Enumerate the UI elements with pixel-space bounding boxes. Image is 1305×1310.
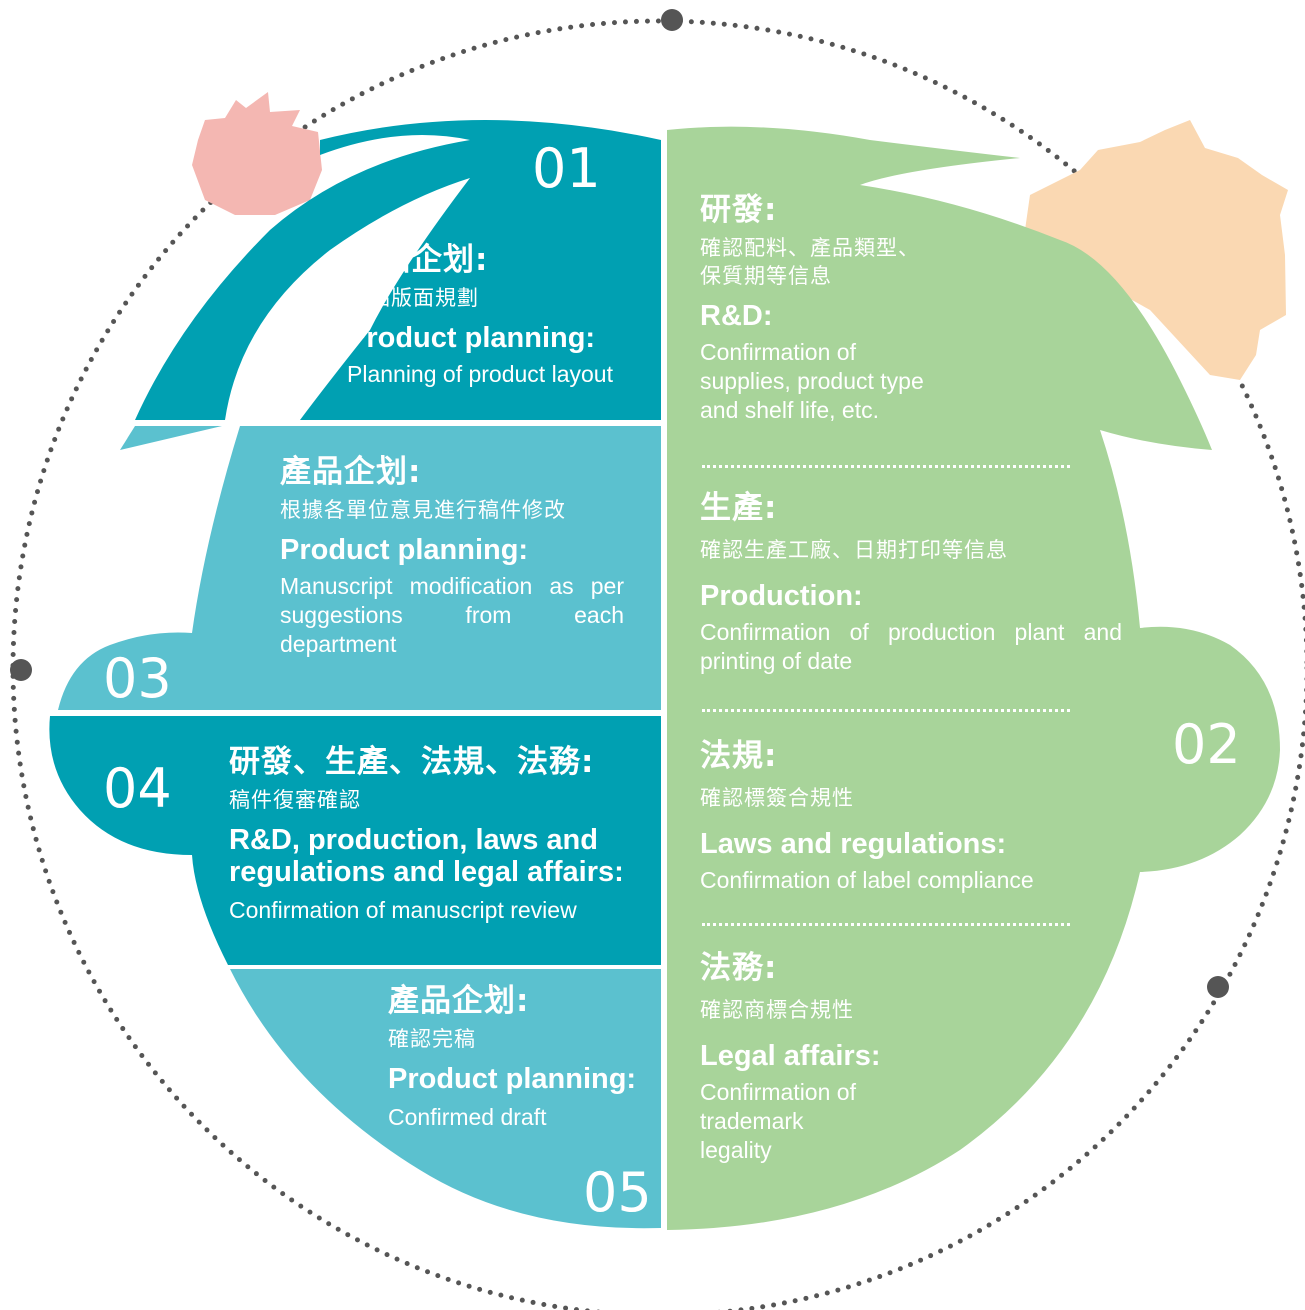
step02-separator-1	[702, 465, 1070, 468]
step02-laws-zh-title: 法規:	[700, 738, 778, 774]
step04-zh-title: 研發、生產、法規、法務:	[229, 744, 595, 780]
peach-blob	[1025, 120, 1288, 380]
step01-number: 01	[532, 137, 601, 200]
step05-en-title: Product planning:	[388, 1063, 637, 1095]
step02-laws-zh-body: 確認標簽合規性	[700, 786, 854, 810]
step04-shape	[49, 716, 661, 965]
step02-shape	[667, 126, 1280, 1231]
step02-section-legal: 法務: 確認商標合規性 Legal affairs: Confirmation …	[700, 950, 1000, 1165]
step02-laws-en-body: Confirmation of label compliance	[700, 867, 1034, 893]
step05-number: 05	[583, 1161, 652, 1224]
step03-number: 03	[103, 647, 172, 710]
step02-legal-en-title: Legal affairs:	[700, 1040, 881, 1072]
step02-section-laws: 法規: 確認標簽合規性 Laws and regulations: Confir…	[700, 738, 1100, 895]
step04-zh-body: 稿件復審確認	[229, 788, 361, 812]
step02-laws-en-title: Laws and regulations:	[700, 828, 1007, 860]
outer-dotted-ring	[10, 18, 1305, 1310]
step02-production-zh-title: 生產:	[700, 490, 778, 526]
step04-en-body: Confirmation of manuscript review	[229, 897, 577, 923]
step03-zh-title: 產品企划:	[280, 454, 422, 490]
step02-number: 02	[1172, 713, 1241, 776]
step05-zh-title: 產品企划:	[388, 983, 530, 1019]
step02-production-en-body: Confirmation of production plant and pri…	[700, 619, 1122, 674]
step02-production-en-title: Production:	[700, 580, 863, 612]
step02-separator-2	[702, 709, 1070, 712]
step01-zh-title: 產品企划:	[347, 242, 489, 278]
step04-text: 研發、生產、法規、法務: 稿件復審確認 R&D, production, law…	[229, 744, 644, 925]
step03-shape	[58, 426, 661, 710]
step02-section-production: 生產: 確認生產工廠、日期打印等信息 Production: Confirmat…	[700, 490, 1122, 676]
step03-zh-body: 根據各單位意見進行稿件修改	[280, 498, 566, 522]
step02-rnd-en-body: Confirmation of supplies, product type a…	[700, 339, 924, 423]
ring-dot-top	[661, 9, 683, 31]
step02-section-rnd: 研發: 確認配料、產品類型、 保質期等信息 R&D: Confirmation …	[700, 192, 1000, 425]
step02-legal-zh-body: 確認商標合規性	[700, 998, 854, 1022]
step03-en-title: Product planning:	[280, 534, 529, 566]
step03-tip	[120, 426, 222, 450]
step03-en-body: Manuscript modification as per suggestio…	[280, 573, 624, 657]
step04-number: 04	[103, 757, 172, 820]
ring-dot-right	[1207, 976, 1229, 998]
step02-legal-zh-title: 法務:	[700, 950, 778, 986]
step02-separator-3	[702, 923, 1070, 926]
step05-text: 產品企划: 確認完稿 Product planning: Confirmed d…	[388, 983, 656, 1132]
step03-text: 產品企划: 根據各單位意見進行稿件修改 Product planning: Ma…	[280, 454, 624, 659]
step02-production-zh-body: 確認生產工廠、日期打印等信息	[700, 538, 1008, 562]
ring-dot-left	[10, 659, 32, 681]
step02-rnd-en-title: R&D:	[700, 300, 773, 332]
step05-shape	[230, 969, 661, 1229]
step05-en-body: Confirmed draft	[388, 1104, 547, 1130]
step02-legal-en-body: Confirmation of trademark legality	[700, 1079, 856, 1163]
step01-zh-body: 產品版面規劃	[347, 286, 479, 310]
step01-shape	[135, 120, 661, 420]
step01-en-body: Planning of product layout	[347, 361, 613, 387]
step05-zh-body: 確認完稿	[388, 1027, 476, 1051]
pink-blob	[192, 92, 322, 215]
step04-en-title: R&D, production, laws and regulations an…	[229, 824, 624, 888]
step02-rnd-zh-title: 研發:	[700, 192, 778, 228]
step01-text: 產品企划: 產品版面規劃 Product planning: Planning …	[347, 242, 647, 389]
step01-en-title: Product planning:	[347, 322, 596, 354]
step02-rnd-zh-body: 確認配料、產品類型、 保質期等信息	[700, 236, 920, 288]
